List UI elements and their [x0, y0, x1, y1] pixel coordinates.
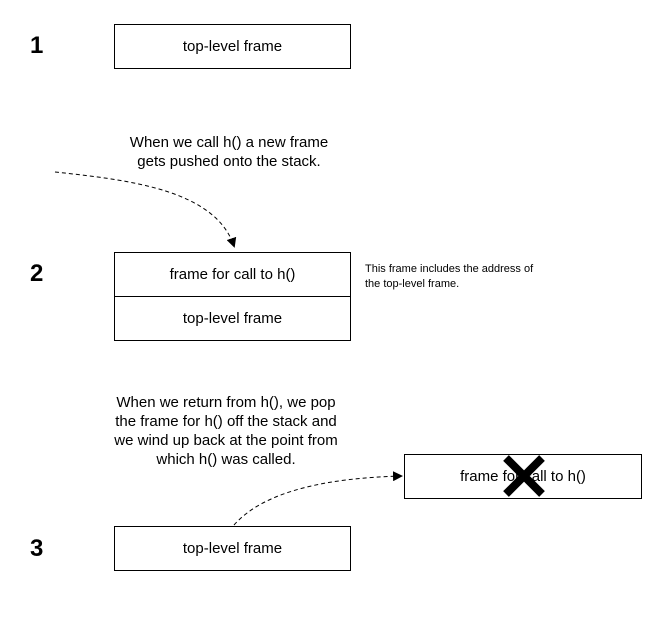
push-arrow: [54, 171, 237, 248]
step-2-number: 2: [30, 260, 44, 287]
step-3-number: 3: [30, 535, 44, 562]
step-3-top-level-frame: top-level frame: [114, 526, 351, 571]
address-note: This frame includes the address of the t…: [365, 263, 534, 290]
step-1-number: 1: [30, 32, 44, 59]
x-mark-icon: [503, 455, 545, 497]
return-arrow: [233, 471, 403, 526]
push-note: When we call h() a new frame gets pushed…: [129, 134, 329, 170]
pop-note: When we return from h(), we pop the fram…: [114, 394, 338, 468]
step-2-top-level-frame: top-level frame: [114, 296, 351, 341]
step-1-top-level-frame: top-level frame: [114, 24, 351, 69]
